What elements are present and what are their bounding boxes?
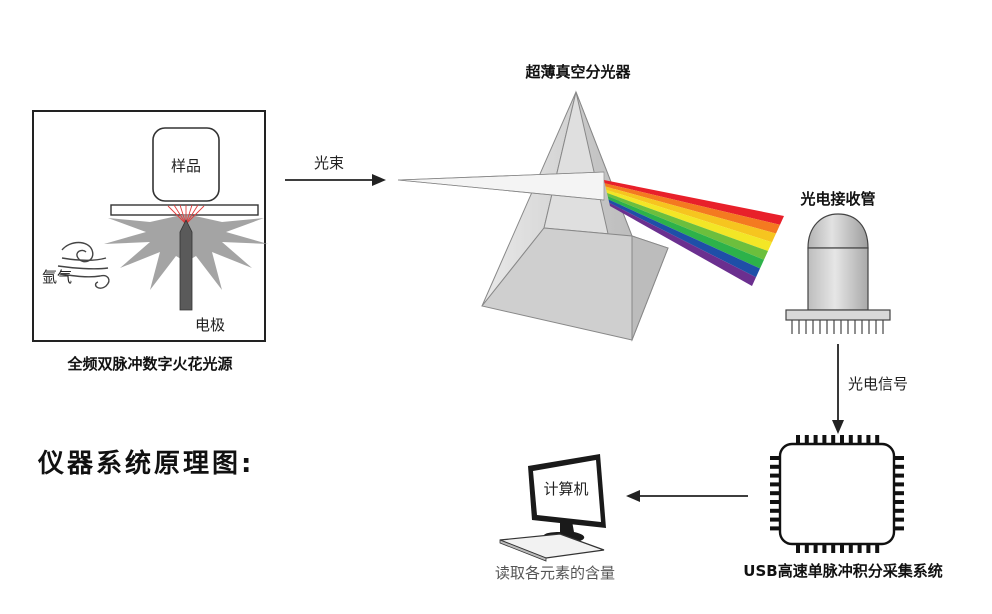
spectrum-band bbox=[606, 189, 772, 251]
photo-tube-base bbox=[785, 309, 891, 321]
prism-base-front bbox=[481, 227, 633, 341]
stage-plate bbox=[110, 204, 259, 216]
chip-pin bbox=[813, 435, 818, 443]
chip-pin bbox=[796, 435, 800, 443]
chip-pin bbox=[831, 545, 836, 553]
computer-label: 计算机 bbox=[543, 480, 588, 498]
to-computer-arrow bbox=[626, 490, 748, 502]
chip-pin bbox=[866, 545, 871, 553]
chip-pin bbox=[875, 435, 880, 443]
chip-pin bbox=[822, 435, 827, 443]
chip-pin bbox=[840, 545, 844, 553]
chip-pin bbox=[770, 464, 779, 469]
photo-tube-body bbox=[807, 247, 869, 311]
spectrum-band bbox=[604, 180, 784, 225]
chip-pin bbox=[770, 473, 779, 478]
chip-pin bbox=[857, 545, 862, 553]
chip-pin bbox=[866, 435, 871, 443]
acquisition-chip-group: USB高速单脉冲积分采集系统 bbox=[743, 435, 943, 580]
acquisition-label: USB高速单脉冲积分采集系统 bbox=[743, 562, 942, 580]
read-content-label: 读取各元素的含量 bbox=[495, 564, 615, 582]
chip-pin bbox=[840, 435, 844, 443]
chip-pin bbox=[875, 545, 880, 553]
chip-pin bbox=[770, 517, 779, 522]
spectrum-fan bbox=[604, 180, 784, 286]
beam-arrow: 光束 bbox=[285, 154, 386, 186]
chip-pin bbox=[796, 545, 800, 553]
spectrum-band bbox=[609, 202, 756, 286]
chip-pin bbox=[895, 517, 904, 522]
photo-tube-label: 光电接收管 bbox=[799, 190, 875, 208]
photo-tube-group: 光电接收管 bbox=[785, 190, 891, 334]
spectrometer-prism: 超薄真空分光器 bbox=[397, 63, 784, 342]
keyboard-edge bbox=[499, 539, 547, 562]
chip-pin bbox=[804, 435, 809, 443]
electrode-label: 电极 bbox=[195, 316, 225, 334]
spark-rays bbox=[167, 204, 205, 225]
chip-pin bbox=[770, 508, 779, 513]
chip-pin bbox=[822, 545, 827, 553]
monitor-screen bbox=[533, 460, 601, 522]
chip-pin bbox=[848, 435, 853, 443]
photo-signal-arrow: 光电信号 bbox=[832, 344, 908, 434]
spectrometer-label: 超薄真空分光器 bbox=[524, 63, 631, 81]
sample-block bbox=[152, 127, 220, 202]
chip-pin bbox=[770, 482, 779, 487]
spectrum-band bbox=[607, 193, 768, 260]
chip-pin bbox=[813, 545, 818, 553]
spark-source-caption: 全频双脉冲数字火花光源 bbox=[66, 355, 232, 373]
chip-pin bbox=[895, 473, 904, 478]
spectrum-band bbox=[604, 183, 780, 234]
chip-pin bbox=[857, 435, 862, 443]
photo-tube-pins bbox=[791, 320, 884, 334]
chip-pin bbox=[804, 545, 809, 553]
spectrum-band bbox=[607, 196, 764, 269]
chip-pin bbox=[831, 435, 836, 443]
prism-base-right bbox=[631, 235, 669, 341]
computer-group: 计算机 读取各元素的含量 bbox=[495, 454, 615, 582]
photo-tube-dome bbox=[807, 213, 869, 249]
chip-pin bbox=[895, 500, 904, 504]
sample-label: 样品 bbox=[171, 157, 201, 175]
acquisition-chip-body bbox=[778, 442, 896, 546]
chip-pin bbox=[895, 526, 904, 531]
acquisition-chip-pins bbox=[770, 435, 904, 553]
spark-source-group: 样品 电极 氩气 全频双脉冲数字火花光源 bbox=[32, 110, 268, 373]
chip-pin bbox=[895, 456, 904, 460]
electrode bbox=[179, 219, 193, 311]
chip-pin bbox=[895, 464, 904, 469]
beam-label: 光束 bbox=[314, 154, 344, 172]
chip-pin bbox=[770, 500, 779, 504]
spectrum-band bbox=[608, 199, 760, 278]
chip-pin bbox=[848, 545, 853, 553]
chip-pin bbox=[770, 456, 779, 460]
argon-swirl-icon bbox=[57, 241, 110, 289]
spectrum-band bbox=[605, 186, 776, 243]
chip-pin bbox=[770, 526, 779, 531]
chip-pin bbox=[895, 482, 904, 487]
argon-label: 氩气 bbox=[42, 268, 72, 286]
chip-pin bbox=[770, 491, 779, 496]
diagram-title: 仪器系统原理图: bbox=[37, 448, 254, 479]
chip-pin bbox=[895, 491, 904, 496]
chip-pin bbox=[895, 508, 904, 513]
photo-signal-label: 光电信号 bbox=[848, 375, 908, 393]
